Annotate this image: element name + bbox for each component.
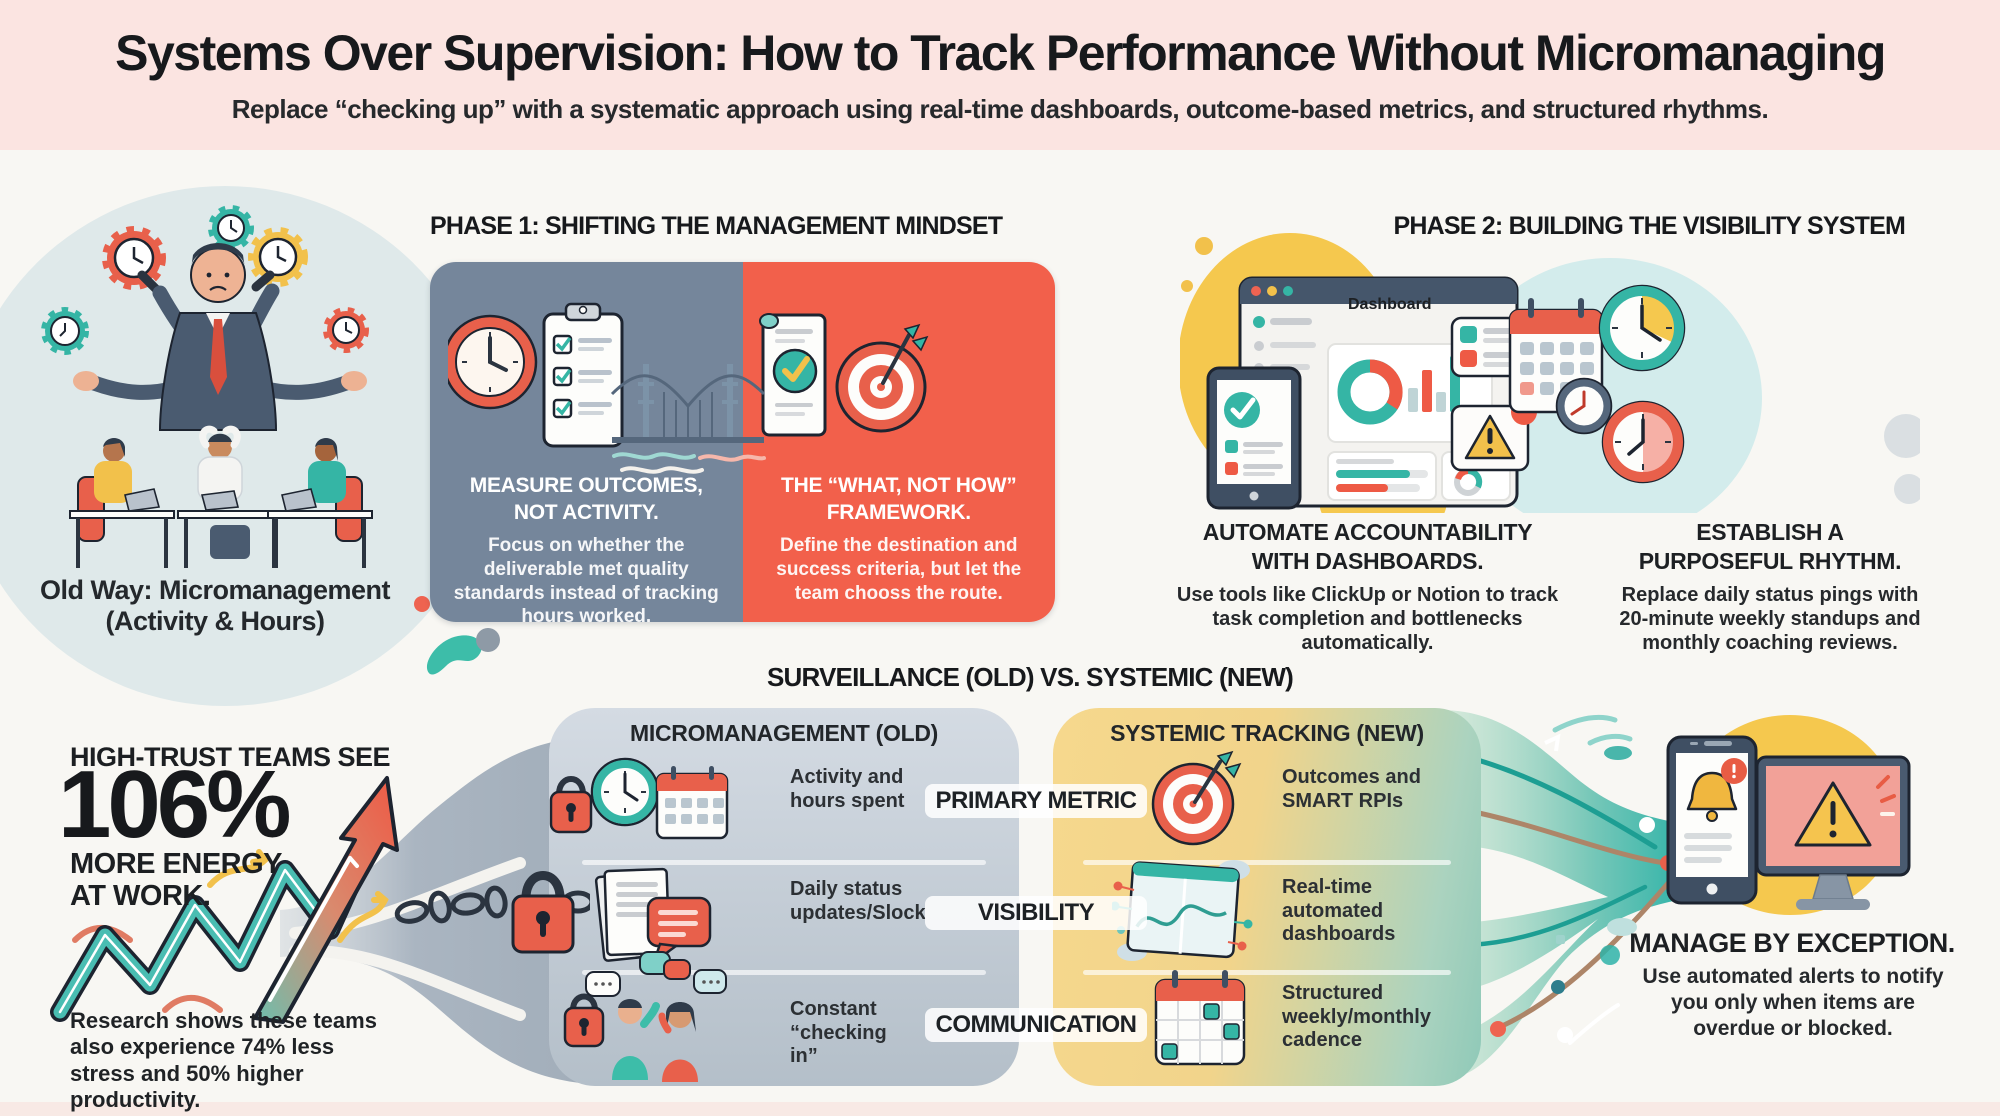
exception-illustration-icon <box>1666 715 1911 915</box>
metric-label: COMMUNICATION <box>925 1008 1147 1042</box>
measure-outcomes-title: MEASURE OUTCOMES, NOT ACTIVITY. <box>430 472 743 527</box>
activity-hours-icon <box>549 757 729 840</box>
worker-figure <box>177 425 283 568</box>
old-way-caption-line1: Old Way: Micromanagement <box>39 575 391 605</box>
new-row-label: Structured weekly/monthly cadence <box>1282 982 1431 1052</box>
phase1-measure-half: MEASURE OUTCOMES, NOT ACTIVITY. Focus on… <box>430 262 743 622</box>
rhythm-block: ESTABLISH A PURPOSEFUL RHYTHM. Replace d… <box>1605 518 1935 656</box>
framework-title: THE “WHAT, NOT HOW” FRAMEWORK. <box>743 472 1056 527</box>
new-row-label: Real-time automated dashboards <box>1282 876 1396 946</box>
stats-intro: HIGH-TRUST TEAMS SEE <box>70 742 391 772</box>
automate-title-line2: WITH DASHBOARDS. <box>1251 547 1484 574</box>
micromanager-illustration-icon <box>41 205 373 568</box>
phone-alert-icon <box>1666 735 1758 905</box>
row-divider <box>1082 860 1452 865</box>
framework-body: Define the destination and success crite… <box>776 535 1022 604</box>
dashboard-window-icon <box>1112 860 1253 961</box>
deco-gray-dot <box>476 628 500 652</box>
measure-title-line2: NOT ACTIVITY. <box>513 501 659 525</box>
clock-small-icon <box>1555 377 1613 435</box>
checking-in-icon <box>563 951 727 1082</box>
browser-dashboard-icon <box>1238 276 1519 508</box>
deco-red-dot <box>414 596 430 612</box>
automate-title: AUTOMATE ACCOUNTABILITY WITH DASHBOARDS. <box>1160 518 1575 576</box>
bottom-strip <box>0 1102 2000 1116</box>
systemic-panel-header: SYSTEMIC TRACKING (NEW) <box>1110 720 1424 746</box>
row-divider <box>581 860 987 865</box>
monitor-warning-icon <box>1755 755 1911 910</box>
padlock-icon <box>549 776 593 834</box>
framework-title-line2: FRAMEWORK. <box>826 501 971 525</box>
old-way-caption: Old Way: Micromanagement (Activity & Hou… <box>20 575 410 638</box>
automate-body: Use tools like ClickUp or Notion to trac… <box>1176 583 1559 655</box>
framework-title-line1: THE “WHAT, NOT HOW” <box>781 474 1017 497</box>
comparison-heading: SURVEILLANCE (OLD) VS. SYSTEMIC (NEW) <box>766 662 1294 692</box>
dashboard-window-title: Dashboard <box>1348 296 1432 313</box>
gear-clock-icon <box>102 226 166 290</box>
gray-dot <box>1884 414 1920 458</box>
growth-arrow-icon <box>50 776 399 1024</box>
old-way-caption-line2: (Activity & Hours) <box>105 606 325 637</box>
metric-label: PRIMARY METRIC <box>925 784 1147 818</box>
rhythm-title-line1: ESTABLISH A <box>1696 519 1844 545</box>
micromanagement-panel-header: MICROMANAGEMENT (OLD) <box>630 720 938 746</box>
magnifier-icon <box>251 270 275 292</box>
yellow-dot <box>1195 237 1213 255</box>
stats-footnote: Research shows these teams also experien… <box>70 1008 377 1113</box>
gear-clock-icon <box>323 307 369 353</box>
padlock-icon <box>563 993 605 1048</box>
rhythm-title: ESTABLISH A PURPOSEFUL RHYTHM. <box>1605 518 1935 576</box>
scroll-target-icon <box>758 313 928 437</box>
gray-dot <box>1894 474 1920 504</box>
target-icon <box>1151 750 1242 846</box>
page-title: Systems Over Supervision: How to Track P… <box>115 25 1886 81</box>
deco-teal-blob <box>426 635 482 675</box>
phase1-framework-half: THE “WHAT, NOT HOW” FRAMEWORK. Define th… <box>742 262 1056 622</box>
automate-block: AUTOMATE ACCOUNTABILITY WITH DASHBOARDS.… <box>1160 518 1575 656</box>
clock-red-icon <box>1601 400 1685 484</box>
exception-title: MANAGE BY EXCEPTION. <box>1629 928 1955 958</box>
manager-figure <box>73 243 367 431</box>
automate-title-line1: AUTOMATE ACCOUNTABILITY <box>1202 519 1533 545</box>
phase1-panel: MEASURE OUTCOMES, NOT ACTIVITY. Focus on… <box>430 262 1055 622</box>
bridge-icon <box>610 364 766 474</box>
header-band <box>0 0 2000 150</box>
phase1-heading: PHASE 1: SHIFTING THE MANAGEMENT MINDSET <box>430 212 1003 240</box>
speech-bubble-icon <box>585 951 727 997</box>
new-row-label: Outcomes and SMART RPIs <box>1282 766 1421 812</box>
calendar-icon <box>655 766 729 840</box>
clock-teal-icon <box>1598 284 1686 372</box>
yellow-dot <box>1181 280 1193 292</box>
gear-clock-icon <box>248 227 308 287</box>
metric-label: VISIBILITY <box>925 896 1147 930</box>
gear-clock-icon <box>41 307 89 355</box>
row-divider <box>1082 970 1452 975</box>
clock-clipboard-icon <box>448 302 624 448</box>
stats-energy-line2: AT WORK. <box>70 880 211 913</box>
exception-body: Use automated alerts to notify you only … <box>1642 965 1944 1041</box>
tablet-check-icon <box>1206 366 1302 510</box>
worker-figure <box>267 438 373 568</box>
rhythm-title-line2: PURPOSEFUL RHYTHM. <box>1638 547 1902 574</box>
phase2-heading: PHASE 2: BUILDING THE VISIBILITY SYSTEM <box>1393 212 1906 240</box>
row-divider <box>581 970 987 975</box>
rhythm-body: Replace daily status pings with 20-minut… <box>1619 583 1921 655</box>
clock-icon <box>590 757 660 827</box>
stats-value: 106% <box>58 751 292 858</box>
status-updates-icon <box>594 867 712 966</box>
stats-energy-line1: MORE ENERGY <box>70 848 283 880</box>
old-row-label: Activity and hours spent <box>790 766 905 812</box>
people-icon <box>612 999 698 1082</box>
old-row-label: Constant “checking in” <box>790 998 887 1068</box>
visibility-system-illustration-icon <box>1180 233 1920 513</box>
stats-energy: MORE ENERGY AT WORK. <box>70 848 283 913</box>
old-row-label: Daily status updates/Slock <box>790 878 926 924</box>
chain-padlock-icon <box>394 871 590 954</box>
page-subtitle: Replace “checking up” with a systematic … <box>231 94 1769 124</box>
measure-outcomes-body: Focus on whether the deliverable met qua… <box>453 535 719 622</box>
measure-title-line1: MEASURE OUTCOMES, <box>469 474 703 497</box>
worker-figure <box>69 438 175 568</box>
calendar-cadence-icon <box>1154 970 1246 1066</box>
gear-clock-icon <box>208 205 254 251</box>
